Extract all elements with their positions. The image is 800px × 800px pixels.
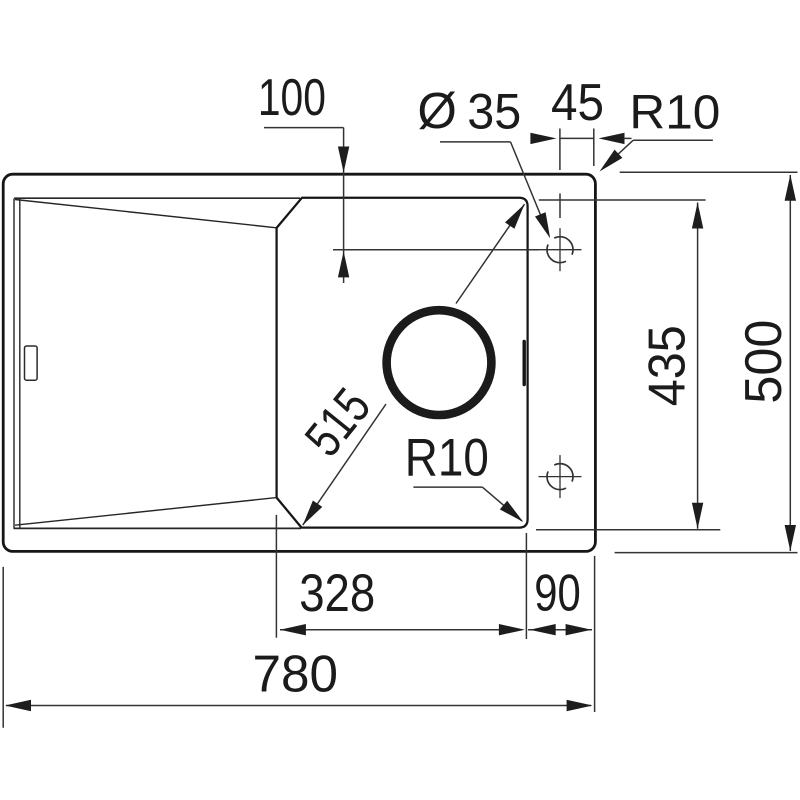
svg-text:500: 500 [735,320,793,404]
svg-text:515: 515 [293,377,381,466]
svg-text:35: 35 [467,83,521,140]
svg-text:R10: R10 [405,429,489,487]
svg-text:328: 328 [299,564,375,623]
svg-text:45: 45 [551,73,604,131]
svg-text:435: 435 [639,325,697,406]
svg-text:100: 100 [258,68,326,126]
svg-text:90: 90 [534,565,581,623]
svg-text:Ø: Ø [417,82,457,139]
svg-text:780: 780 [253,646,339,704]
svg-text:R10: R10 [629,87,720,140]
